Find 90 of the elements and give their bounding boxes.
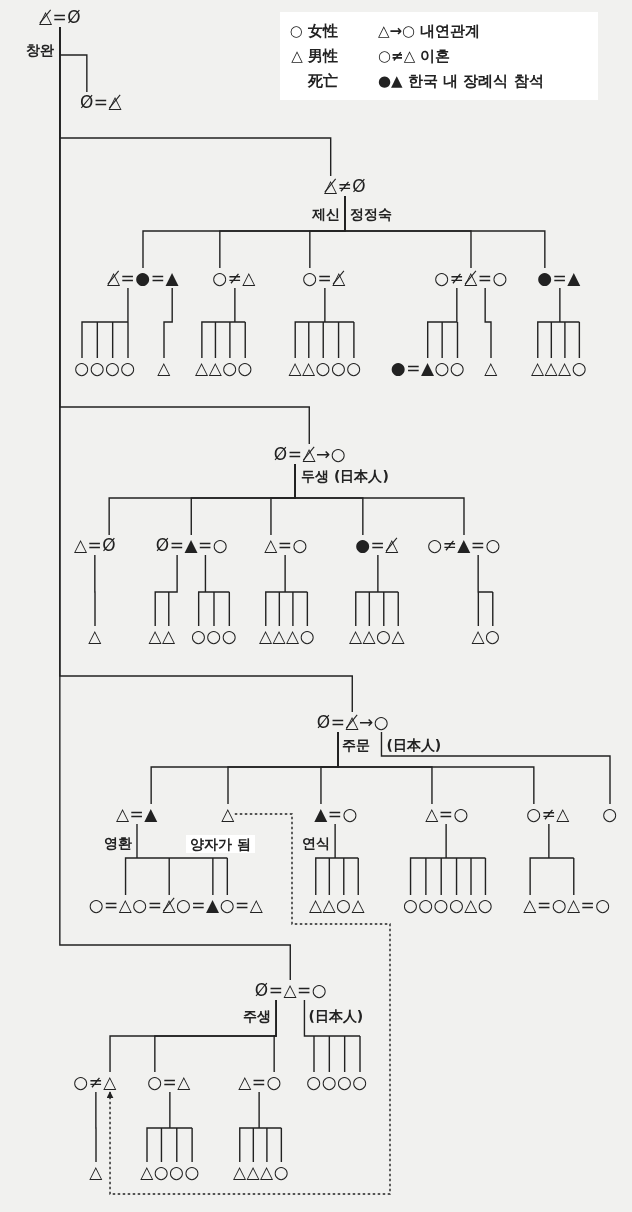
- kinship-symbols: △○: [471, 626, 501, 646]
- legend-entry: ○≠△ 이혼: [378, 47, 451, 65]
- person-name: 영환: [104, 835, 132, 851]
- kinship-line: [537, 287, 581, 359]
- person-name: 두생 (日本人): [301, 468, 389, 484]
- kinship-line: [124, 823, 228, 896]
- kinship-symbols: △̸≠Ø: [323, 176, 367, 196]
- person-name: (日本人): [308, 1008, 364, 1024]
- kinship-symbols: △○○○: [140, 1162, 200, 1182]
- kinship-symbols: △△○○○: [288, 358, 362, 378]
- kinship-line: [529, 823, 575, 896]
- kinship-line: [315, 823, 359, 896]
- kinship-line: [409, 823, 487, 896]
- kinship-symbols: ▲=○: [314, 804, 358, 824]
- kinship-symbols: ○○○○: [306, 1072, 368, 1092]
- kinship-symbols: △=Ø: [73, 535, 117, 555]
- kinship-symbols: △: [484, 358, 498, 378]
- kinship-line: [163, 287, 173, 359]
- kinship-symbols: ○≠▲=○: [427, 535, 501, 555]
- kinship-symbols: △=○: [425, 804, 469, 824]
- kinship-line: [380, 731, 611, 805]
- kinship-symbols: ●=▲: [537, 268, 581, 288]
- kinship-symbols: △△△○: [530, 358, 588, 378]
- kinship-symbols: ○≠△: [73, 1072, 117, 1092]
- legend-entry: 死亡: [308, 72, 338, 90]
- kinship-line: [239, 1091, 283, 1163]
- kinship-line: [59, 26, 291, 981]
- kinship-symbols: △△○△: [348, 626, 406, 646]
- kinship-symbols: △=○: [264, 535, 308, 555]
- kinship-symbols: △=▲: [116, 804, 158, 824]
- kinship-symbols: △: [88, 626, 102, 646]
- kinship-symbols: ●=▲○○: [390, 358, 466, 378]
- person-name: 주문: [342, 737, 371, 753]
- kinship-symbols: ○: [602, 804, 618, 824]
- kinship-symbols: △: [157, 358, 171, 378]
- kinship-line: [427, 287, 459, 359]
- kinship-symbols: △△○○: [195, 358, 253, 378]
- kinship-symbols: ○=△̸: [302, 268, 346, 288]
- kinship-symbols: ○○○: [191, 626, 237, 646]
- kinship-line: [146, 1091, 193, 1163]
- kinship-symbols: △△△○: [232, 1162, 290, 1182]
- person-name: 양자가 됨: [186, 835, 255, 853]
- kinship-line: [201, 287, 246, 359]
- kinship-line: [154, 554, 178, 627]
- kinship-symbols: ○○○○△○: [402, 895, 494, 915]
- person-name: 주생: [243, 1008, 272, 1024]
- kinship-symbols: Ø=▲=○: [155, 535, 229, 555]
- kinship-symbols: Ø=△̸→○: [316, 712, 390, 732]
- kinship-symbols: Ø=△̸: [79, 92, 123, 112]
- legend-entry: ●▲ 한국 내 장례식 참석: [378, 72, 544, 90]
- kinship-line: [355, 554, 399, 627]
- kinship-symbols: ●=△̸: [355, 535, 399, 555]
- kinship-symbols: △=○: [238, 1072, 282, 1092]
- kinship-line: [477, 554, 494, 627]
- kinship-symbols: △: [89, 1162, 103, 1182]
- person-name: 정정숙: [349, 206, 392, 222]
- person-name: 제신: [311, 206, 340, 222]
- legend-entry: △→○ 내연관계: [378, 22, 481, 40]
- kinship-symbols: ○=△: [147, 1072, 191, 1092]
- kinship-line: [337, 731, 535, 805]
- adoption-arrow: [106, 813, 391, 1195]
- kinship-symbols: △△△○: [258, 626, 316, 646]
- kinship-symbols: Ø=△̸→○: [273, 444, 347, 464]
- kinship-line: [197, 554, 231, 627]
- kinship-line: [273, 999, 277, 1073]
- kinship-symbols: ○≠△: [526, 804, 570, 824]
- person-name: 연식: [302, 835, 331, 851]
- kinship-symbols: ○○○○: [74, 358, 136, 378]
- legend-entry: △ 男性: [291, 47, 338, 65]
- kinship-symbols: △=○△=○: [523, 895, 611, 915]
- kinship-line: [265, 554, 309, 627]
- person-name: 창완: [25, 42, 54, 58]
- legend-entry: ○ 女性: [289, 22, 338, 40]
- person-name: (日本人): [386, 737, 442, 753]
- kinship-symbols: △: [221, 804, 235, 824]
- kinship-line: [95, 1091, 97, 1163]
- kinship-line: [81, 287, 129, 359]
- kinship-symbols: △△: [148, 626, 176, 646]
- kinship-symbols: △̸=Ø: [38, 7, 82, 27]
- kinship-symbols: ○≠△̸=○: [434, 268, 508, 288]
- kinship-line: [94, 554, 96, 627]
- kinship-symbols: Ø=△=○: [254, 980, 328, 1000]
- kinship-symbols: ○=△○=△̸○=▲○=△: [88, 895, 264, 915]
- kinship-line: [294, 463, 465, 536]
- kinship-symbols: ○≠△: [212, 268, 256, 288]
- kinship-line: [294, 287, 355, 359]
- kinship-symbols: △△○△: [308, 895, 366, 915]
- kinship-line: [484, 287, 492, 359]
- kinship-symbols: △̸=●=▲: [107, 268, 179, 288]
- kinship-line: [303, 999, 361, 1073]
